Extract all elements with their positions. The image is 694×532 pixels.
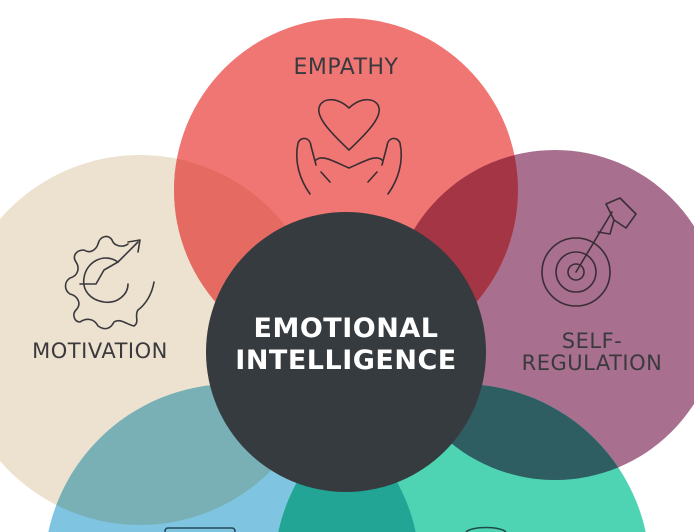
motivation-label: MOTIVATION (32, 339, 168, 363)
center-label: EMOTIONAL INTELLIGENCE (206, 313, 486, 378)
overlap-self-regulation-bottom-right (390, 384, 650, 480)
overlap-motivation-bottom-left (44, 384, 325, 525)
self-regulation-label-line1: SELF- (561, 329, 623, 353)
heart-in-hands-icon (295, 98, 403, 195)
overlap-empathy-self-regulation (390, 150, 518, 362)
self-regulation-label: SELF- REGULATION (492, 330, 692, 374)
overlap-empathy-motivation (174, 155, 325, 362)
center-circle (206, 212, 486, 492)
target-arrow-icon (541, 197, 637, 307)
partial-icon-bottom-right (465, 526, 507, 532)
center-label-line2: INTELLIGENCE (235, 345, 457, 377)
center-label-line1: EMOTIONAL (253, 313, 439, 344)
partial-icon-bottom-left (164, 527, 236, 532)
empathy-label: EMPATHY (293, 55, 399, 80)
gear-growth-arrow-icon (64, 235, 155, 330)
self-regulation-label-line2: REGULATION (521, 351, 663, 376)
